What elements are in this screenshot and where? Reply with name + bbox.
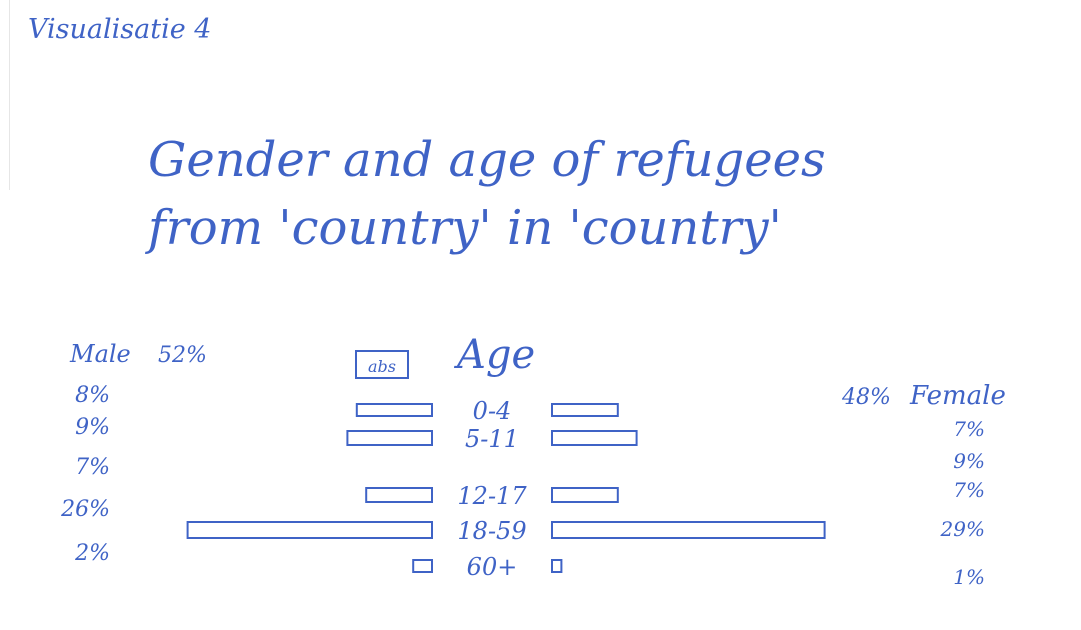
female-total-label: 48% (841, 385, 891, 410)
male-total-label: 52% (158, 343, 207, 368)
age-category-label: 5-11 (465, 425, 519, 453)
abs-toggle-label: abs (368, 357, 396, 376)
female-bar-0-4 (551, 403, 619, 417)
title-line-2: from 'country' in 'country' (148, 200, 782, 256)
male-value-label: 26% (60, 497, 110, 522)
male-bar-18-59 (186, 521, 433, 539)
age-category-label: 18-59 (457, 517, 526, 545)
male-bar-5-11 (346, 430, 433, 446)
female-bar-18-59 (551, 521, 826, 539)
center-age-label: Age (453, 332, 535, 378)
age-category-label: 0-4 (473, 397, 512, 425)
age-category-label: 12-17 (457, 482, 527, 510)
paper-edge (9, 0, 10, 190)
female-bar-5-11 (551, 430, 638, 446)
male-value-label: 2% (74, 541, 110, 566)
female-bar-12-17 (551, 487, 619, 503)
male-value-label: 7% (75, 455, 110, 480)
male-bar-12-17 (365, 487, 434, 503)
female-value-label: 1% (953, 565, 985, 589)
abs-toggle-button[interactable] (355, 350, 409, 379)
sheet-label: Visualisatie 4 (28, 14, 212, 45)
male-bar-0-4 (355, 403, 433, 417)
female-value-label: 7% (953, 478, 985, 502)
male-group-label: Male (69, 340, 131, 368)
age-category-label: 60+ (467, 553, 518, 581)
female-group-label: Female (909, 381, 1006, 411)
male-value-label: 8% (75, 383, 110, 408)
female-bar-60+ (551, 559, 563, 573)
male-bar-60+ (412, 559, 434, 573)
female-value-label: 29% (940, 517, 985, 541)
female-value-label: 9% (953, 449, 985, 473)
male-value-label: 9% (75, 415, 110, 440)
female-value-label: 7% (953, 417, 985, 441)
title-line-1: Gender and age of refugees (148, 132, 826, 188)
